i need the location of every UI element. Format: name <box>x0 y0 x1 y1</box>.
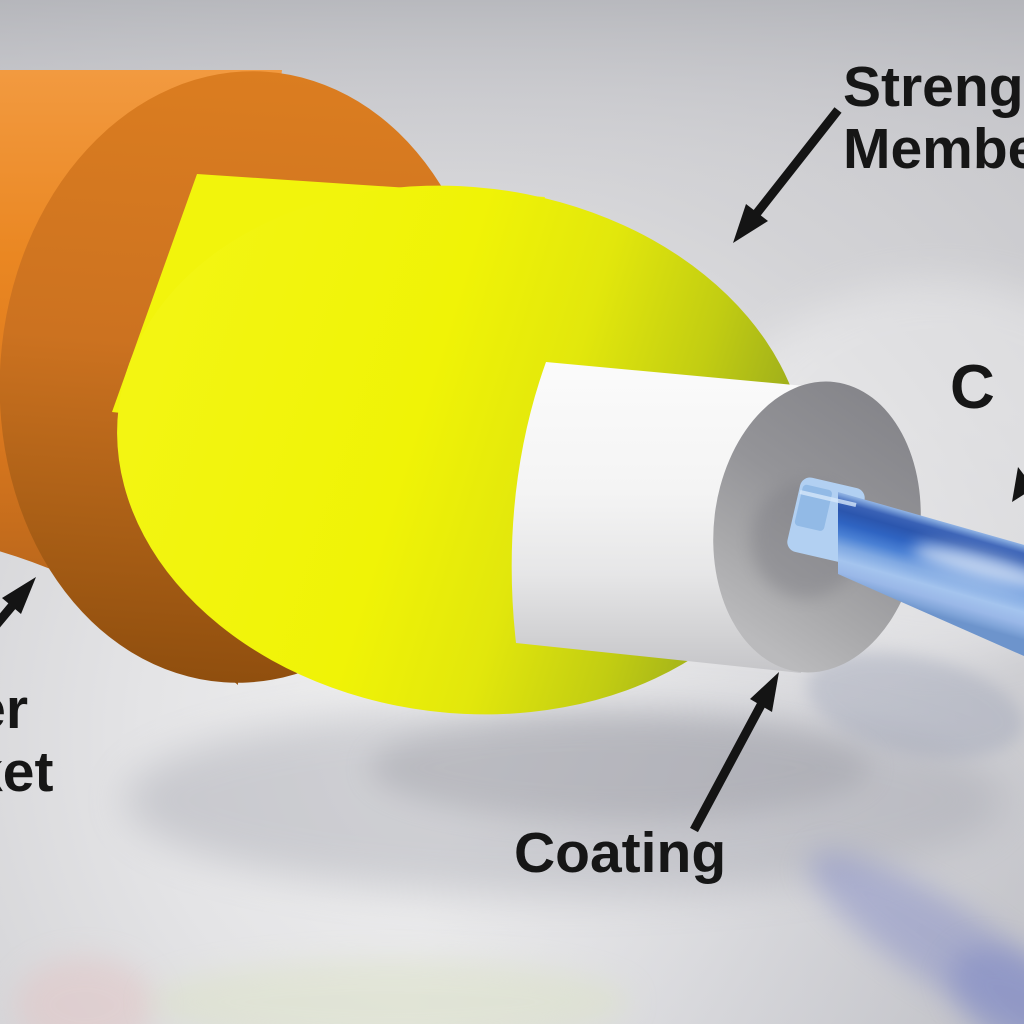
green-reflection <box>150 960 630 1024</box>
annotation-arrows <box>0 107 1024 833</box>
cladding-arrow-partial <box>1012 467 1024 502</box>
cladding-label-partial: C <box>950 353 995 422</box>
fiber-body <box>838 492 1024 657</box>
fiber-near-shadow <box>806 652 1024 758</box>
fiber-cladding-core <box>787 477 1024 657</box>
strength-member-arrow <box>733 107 842 243</box>
outer-jacket-label-line2: Jacket <box>0 740 54 804</box>
strength-member-label: Strength Member <box>843 56 1024 180</box>
coating-arrow <box>690 672 779 833</box>
coating-label: Coating <box>514 821 727 885</box>
floor-shadows <box>15 652 1024 1024</box>
outer-jacket-label: Outer Jacket <box>0 678 54 804</box>
fiber-highlight <box>912 544 1024 592</box>
pink-reflection <box>15 957 155 1024</box>
outer-jacket-arrow <box>0 577 36 628</box>
outer-jacket-label-line1: Outer <box>0 677 29 741</box>
strength-member-label-line2: Member <box>843 117 1024 181</box>
strength-member-label-line1: Strength <box>843 55 1024 119</box>
